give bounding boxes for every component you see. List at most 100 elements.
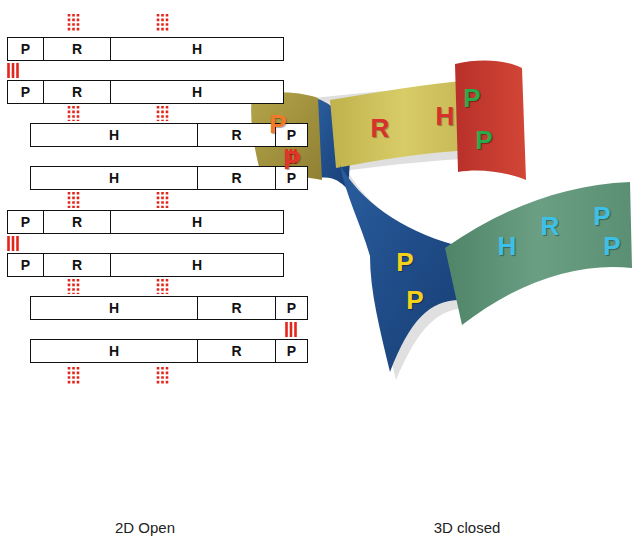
segment-letter: H bbox=[109, 171, 119, 185]
segment-letter: P bbox=[21, 42, 30, 56]
segment-box: H bbox=[110, 253, 284, 277]
yellow-ribbon bbox=[330, 80, 476, 168]
segment-letter: H bbox=[109, 301, 119, 315]
segment-letter: R bbox=[72, 215, 82, 229]
segment-box: R bbox=[43, 210, 111, 234]
segment-letter: R bbox=[231, 171, 241, 185]
ribbon-letter: R bbox=[541, 213, 560, 239]
bond-stroke bbox=[161, 192, 164, 208]
panel-caption: 2D Open bbox=[115, 520, 175, 535]
bond-stroke bbox=[72, 192, 75, 208]
segment-box: P bbox=[275, 339, 308, 363]
segment-box: P bbox=[7, 253, 44, 277]
segment-box: H bbox=[30, 123, 198, 147]
bond-stroke bbox=[16, 63, 19, 78]
segment-box: R bbox=[197, 166, 276, 190]
bond-stroke bbox=[77, 106, 80, 121]
blue-ribbon bbox=[340, 165, 460, 372]
segment-letter: R bbox=[72, 85, 82, 99]
ribbon-letter: P bbox=[406, 287, 423, 313]
bond-stroke bbox=[166, 106, 169, 121]
segment-box: R bbox=[43, 80, 111, 104]
segment-letter: R bbox=[231, 128, 241, 142]
bond-stroke bbox=[166, 192, 169, 208]
segment-box: H bbox=[110, 80, 284, 104]
segment-letter: P bbox=[287, 301, 296, 315]
triple-bond bbox=[287, 322, 296, 337]
segment-letter: H bbox=[192, 258, 202, 272]
bond-stroke bbox=[166, 279, 169, 294]
segment-letter: R bbox=[231, 344, 241, 358]
segment-letter: R bbox=[231, 301, 241, 315]
segment-box: R bbox=[197, 296, 276, 320]
bond-stroke bbox=[7, 63, 10, 78]
ribbon-letter: H bbox=[436, 103, 455, 129]
bond-stroke bbox=[157, 192, 160, 208]
segment-letter: P bbox=[21, 215, 30, 229]
segment-box: H bbox=[30, 296, 198, 320]
segment-letter: R bbox=[72, 258, 82, 272]
dotted-bond bbox=[69, 106, 78, 121]
ribbon-letter: P bbox=[396, 249, 413, 275]
bond-stroke bbox=[161, 279, 164, 294]
ribbon-letter: P bbox=[283, 147, 300, 173]
segment-box: P bbox=[7, 210, 44, 234]
dotted-bond bbox=[158, 106, 167, 121]
segment-box: R bbox=[43, 37, 111, 61]
segment-letter: R bbox=[72, 42, 82, 56]
bond-stroke bbox=[68, 192, 71, 208]
triple-bond bbox=[9, 236, 18, 251]
segment-box: R bbox=[43, 253, 111, 277]
segment-box: H bbox=[30, 166, 198, 190]
segment-box: H bbox=[30, 339, 198, 363]
ribbon-letter: P bbox=[593, 203, 610, 229]
segment-letter: H bbox=[192, 42, 202, 56]
bond-stroke bbox=[161, 106, 164, 121]
ribbon-letter: R bbox=[371, 115, 390, 141]
bond-stroke bbox=[12, 63, 15, 78]
segment-letter: H bbox=[192, 215, 202, 229]
bond-stroke bbox=[290, 322, 293, 337]
bond-stroke bbox=[68, 279, 71, 294]
bond-stroke bbox=[77, 192, 80, 208]
dotted-bond bbox=[69, 279, 78, 294]
red-ribbon bbox=[455, 61, 526, 180]
bond-stroke bbox=[16, 236, 19, 251]
segment-box: P bbox=[7, 37, 44, 61]
bond-stroke bbox=[77, 279, 80, 294]
segment-box: R bbox=[197, 339, 276, 363]
segment-box: H bbox=[110, 210, 284, 234]
segment-box: P bbox=[7, 80, 44, 104]
ribbon-letter: H bbox=[498, 233, 517, 259]
segment-letter: P bbox=[287, 171, 296, 185]
bond-stroke bbox=[294, 322, 297, 337]
triple-bond bbox=[9, 63, 18, 78]
dotted-bond bbox=[69, 192, 78, 208]
segment-letter: H bbox=[109, 344, 119, 358]
segment-letter: P bbox=[287, 128, 296, 142]
bond-stroke bbox=[285, 322, 288, 337]
dotted-bond bbox=[158, 279, 167, 294]
dotted-bond bbox=[158, 192, 167, 208]
ribbon-letter: P bbox=[603, 233, 620, 259]
segment-box: R bbox=[197, 123, 276, 147]
ribbon-letter: P bbox=[463, 85, 480, 111]
bond-stroke bbox=[72, 279, 75, 294]
segment-letter: P bbox=[21, 85, 30, 99]
segment-box: H bbox=[110, 37, 284, 61]
bond-stroke bbox=[157, 279, 160, 294]
bond-stroke bbox=[157, 106, 160, 121]
segment-letter: H bbox=[192, 85, 202, 99]
ribbon-letter: P bbox=[475, 127, 492, 153]
segment-letter: P bbox=[21, 258, 30, 272]
panel-caption: 3D closed bbox=[434, 520, 501, 535]
bond-stroke bbox=[7, 236, 10, 251]
ribbon-letter: P bbox=[269, 111, 286, 137]
bond-stroke bbox=[12, 236, 15, 251]
segment-letter: P bbox=[287, 344, 296, 358]
bond-mark bbox=[69, 14, 167, 385]
bond-stroke bbox=[72, 106, 75, 121]
segment-box: P bbox=[275, 296, 308, 320]
segment-letter: H bbox=[109, 128, 119, 142]
